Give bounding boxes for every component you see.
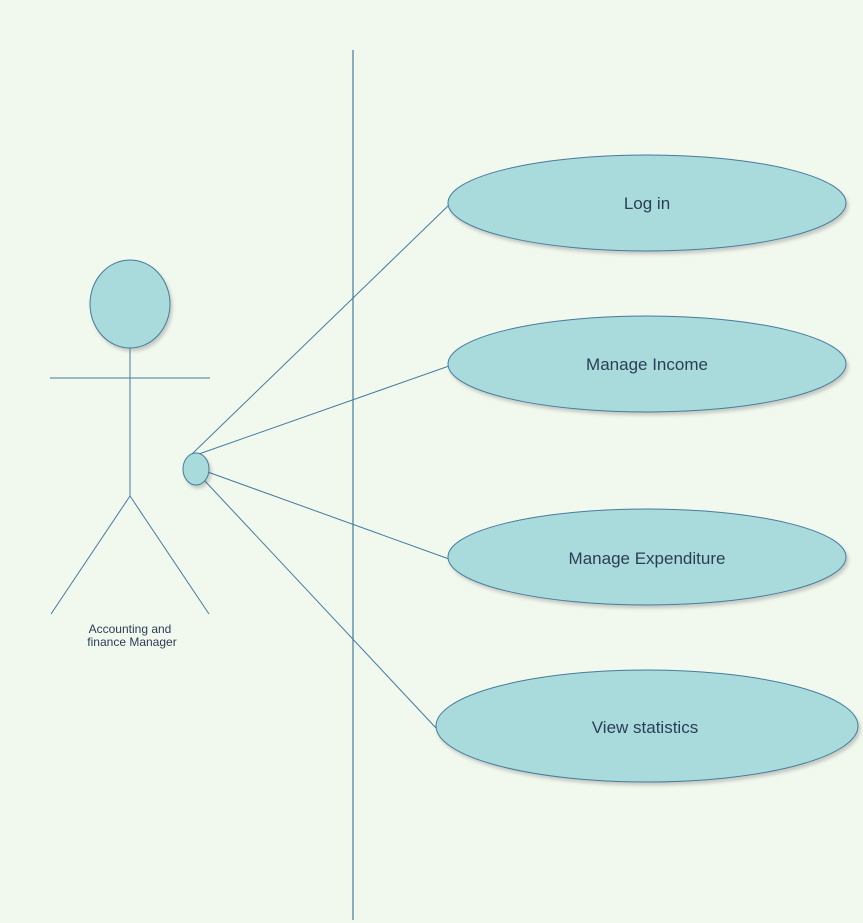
associations	[191, 204, 450, 729]
actor-label-line1: Accounting and	[89, 622, 172, 636]
actor-head	[89, 259, 171, 349]
use-case-login-shape	[447, 154, 847, 252]
use-case-manage-income-label: Manage Income	[586, 355, 708, 374]
use-case-manage-expenditure-shape	[447, 508, 847, 606]
use-case-manage-income[interactable]: Manage Income	[447, 315, 847, 413]
use-case-login-label: Log in	[624, 194, 670, 213]
association-view-statistics	[203, 479, 437, 729]
use-case-login[interactable]: Log in	[447, 154, 847, 252]
association-manage-income	[195, 365, 450, 456]
connector-node	[182, 452, 210, 486]
actor-body	[50, 348, 210, 615]
use-case-manage-expenditure[interactable]: Manage Expenditure	[447, 508, 847, 606]
use-case-view-statistics-shape	[435, 669, 859, 783]
association-manage-expenditure	[204, 470, 450, 560]
association-login	[191, 204, 450, 455]
actor[interactable]: Accounting and finance Manager	[50, 259, 210, 649]
actor-label-line2: finance Manager	[87, 635, 176, 649]
use-case-view-statistics-label: View statistics	[592, 718, 698, 737]
use-case-manage-expenditure-label: Manage Expenditure	[569, 549, 726, 568]
use-case-view-statistics[interactable]: View statistics	[435, 669, 859, 783]
use-case-manage-income-shape	[447, 315, 847, 413]
